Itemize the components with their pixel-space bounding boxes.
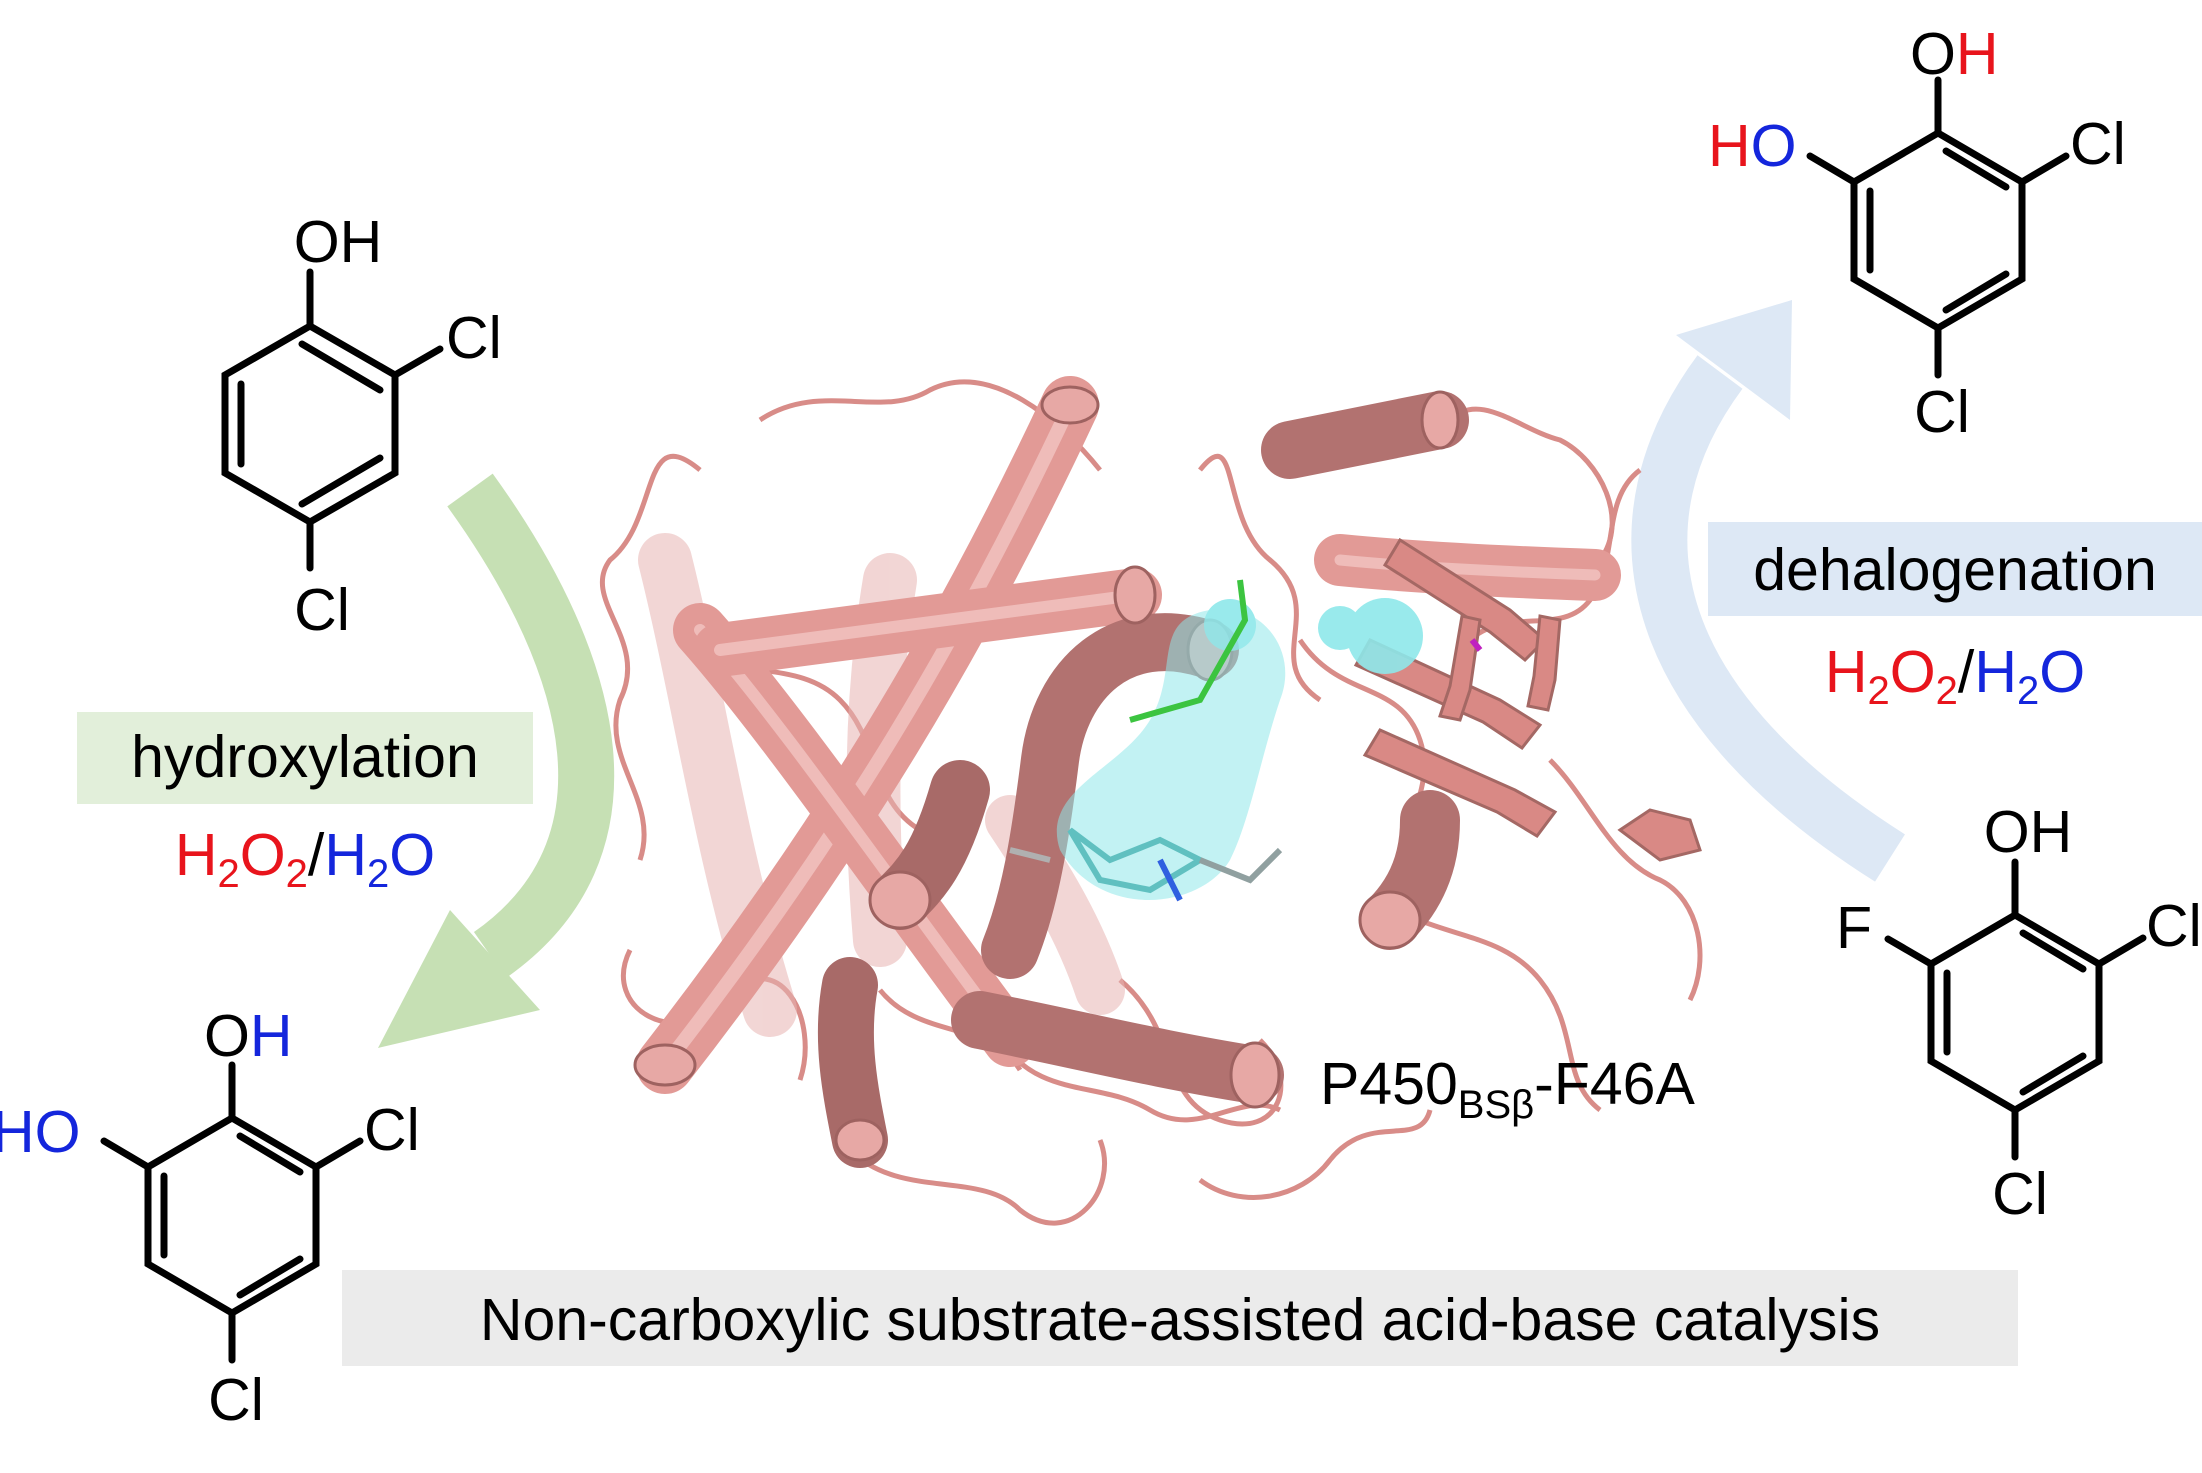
product-left-cl-ortho: Cl	[364, 1097, 420, 1163]
fdcp-f: F	[1836, 895, 1872, 961]
svg-text:OH: OH	[204, 1003, 293, 1069]
product-right-cl-para: Cl	[1914, 379, 1970, 445]
helix-bottom	[951, 991, 1284, 1104]
enzyme-label: P450BSβ-F46A	[1320, 1051, 1695, 1127]
dehalogenation-reagent: H2O2/H2O	[1825, 639, 2085, 713]
hydroxylation-arrowhead	[378, 910, 540, 1048]
hydroxylation-arrow	[447, 473, 615, 978]
svg-text:HO: HO	[1708, 113, 1797, 179]
footer-box	[342, 1270, 2018, 1366]
dehalogenation-arrow	[1631, 355, 1905, 882]
product-hydroxylation: OH HO Cl Cl	[0, 1003, 420, 1433]
product-dehalogenation: OH HO Cl Cl	[1708, 21, 2126, 445]
helix-bottom-left	[817, 957, 888, 1168]
dcp-cl-ortho: Cl	[446, 305, 502, 371]
helix-caps	[633, 385, 1460, 1162]
helix-top-right	[1261, 391, 1469, 479]
footer-caption: Non-carboxylic substrate-assisted acid-b…	[480, 1287, 1880, 1353]
helix-curved-center	[981, 613, 1239, 979]
product-right-cl-ortho: Cl	[2070, 111, 2126, 177]
svg-text:OH: OH	[1910, 21, 1999, 87]
dehalogenation-arrowhead	[1676, 300, 1792, 420]
product-left-cl-para: Cl	[208, 1367, 264, 1433]
dcp-oh: OH	[294, 209, 383, 275]
fdcp-cl-para: Cl	[1992, 1161, 2048, 1227]
substrate-fluorodichlorophenol: OH F Cl Cl	[1836, 799, 2202, 1227]
heme-sticks	[1009, 579, 1483, 902]
hydroxylation-label: hydroxylation	[131, 724, 479, 790]
substrate-dichlorophenol: OH Cl Cl	[221, 209, 502, 643]
svg-text:HO: HO	[0, 1099, 81, 1165]
hydroxylation-reagent: H2O2/H2O	[175, 822, 435, 896]
protein-structure-illustration	[599, 376, 1703, 1226]
fdcp-cl-ortho: Cl	[2146, 893, 2202, 959]
dehalogenation-label: dehalogenation	[1753, 537, 2157, 603]
hydroxylation-box	[77, 712, 533, 804]
dcp-cl-para: Cl	[294, 577, 350, 643]
dehalogenation-box	[1708, 522, 2202, 616]
fdcp-oh: OH	[1984, 799, 2073, 865]
